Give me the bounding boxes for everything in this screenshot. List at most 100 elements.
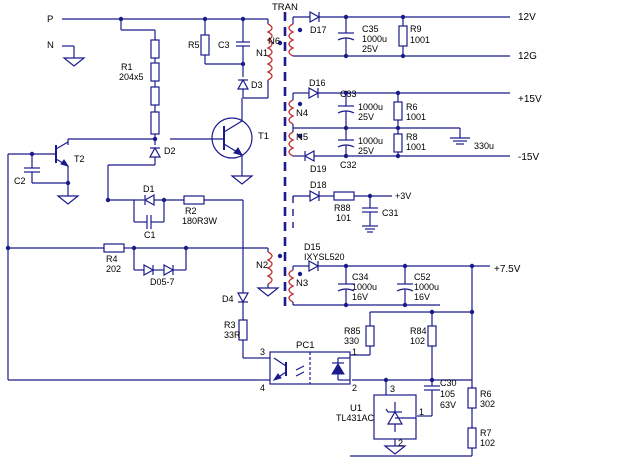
- pc1-pin-4: 4: [260, 383, 265, 393]
- c31-ref: C31: [382, 208, 399, 218]
- d19-ref: D19: [310, 164, 327, 174]
- winding-label-n6: N6: [268, 36, 280, 47]
- u1-value: TL431AC: [336, 413, 375, 423]
- r85-value: 330: [344, 336, 359, 346]
- r6-value: 1001: [406, 112, 426, 122]
- winding-label-n5: N5: [296, 132, 308, 143]
- winding-label-n1: N1: [256, 48, 268, 59]
- d1-c1-r2-branch: [105, 165, 244, 248]
- c35-value: 1000u: [362, 34, 387, 44]
- c33-ref: C33: [340, 89, 357, 99]
- regulator-u1: [373, 394, 417, 455]
- ground-symbol-330u: [450, 137, 470, 145]
- winding-n1: [266, 19, 283, 98]
- r6-ref: R6: [406, 102, 418, 112]
- winding-n6: [288, 10, 510, 59]
- r8-value: 1001: [406, 142, 426, 152]
- d15-value: IXYSL520: [304, 252, 345, 262]
- r7-value: 102: [480, 438, 495, 448]
- c30-value: 105: [440, 389, 455, 399]
- ground-symbol-t1: [230, 175, 254, 185]
- c33-value: 1000u: [358, 102, 383, 112]
- ground-symbol-n2: [256, 287, 280, 297]
- ground-symbol-t2: [56, 195, 80, 205]
- r6b-value: 302: [480, 399, 495, 409]
- r2-ref: R2: [185, 206, 197, 216]
- c32-volt: 25V: [358, 146, 374, 156]
- u1-pin-3: 3: [390, 384, 395, 394]
- winding-n4-n5: [288, 86, 510, 163]
- d16-ref: D16: [309, 78, 326, 88]
- r9-ref: R9: [410, 24, 422, 34]
- snubber-r5-c3-d3: [200, 19, 268, 99]
- c52-volt: 16V: [414, 292, 430, 302]
- d17-ref: D17: [310, 25, 327, 35]
- r4-ref: R4: [106, 254, 118, 264]
- d4-ref: D4: [222, 294, 234, 304]
- rail-plus-3v: +3V: [395, 191, 411, 201]
- plus-3v-branch: [292, 189, 392, 233]
- pc1-pin-1: 1: [352, 347, 357, 357]
- c35-ref: C35: [362, 24, 379, 34]
- rail-12v: 12V: [518, 12, 536, 23]
- transistor-t2: [8, 138, 155, 205]
- transformer-label: TRAN: [272, 2, 298, 13]
- c52-value: 1000u: [414, 282, 439, 292]
- r5-ref: R5: [188, 40, 200, 50]
- t2-ref: T2: [74, 154, 85, 164]
- d3-ref: D3: [251, 80, 263, 90]
- rail-12g: 12G: [518, 51, 537, 62]
- r3-value: 33R: [224, 330, 241, 340]
- d5-7-ref: D05-7: [150, 277, 175, 287]
- pc1-ref: PC1: [296, 340, 314, 351]
- rail-plus-7v5: +7.5V: [494, 264, 521, 275]
- r85-ref: R85: [344, 326, 361, 336]
- u1-pin-2: 2: [398, 438, 403, 448]
- c30-volt: 63V: [440, 400, 456, 410]
- optocoupler-pc1: [258, 351, 351, 385]
- c32-ref: C32: [340, 160, 357, 170]
- c2-ref: C2: [14, 176, 26, 186]
- r9-value: 1001: [410, 35, 430, 45]
- c35-volt: 25V: [362, 44, 378, 54]
- label-330u: 330u: [474, 141, 494, 151]
- winding-label-n2: N2: [256, 260, 268, 271]
- u1-pin-1: 1: [419, 407, 424, 417]
- r84-ref: R84: [410, 326, 427, 336]
- d4-r3-branch: [236, 248, 258, 359]
- r8-ref: R8: [406, 132, 418, 142]
- diode-d2: [108, 136, 162, 166]
- feedback-network: [350, 266, 477, 457]
- pc1-pin-2: 2: [352, 383, 357, 393]
- r88-ref: R88: [334, 203, 351, 213]
- r2-value: 180R3W: [182, 216, 218, 226]
- d18-ref: D18: [310, 180, 327, 190]
- d1-ref: D1: [143, 184, 155, 194]
- r4-value: 202: [106, 264, 121, 274]
- c33-volt: 25V: [358, 112, 374, 122]
- r6b-ref: R6: [480, 389, 492, 399]
- winding-label-n3: N3: [296, 278, 308, 289]
- c3-ref: C3: [218, 40, 230, 50]
- d15-ref: D15: [304, 242, 321, 252]
- r4-d5-7-branch: [103, 243, 243, 277]
- rail-plus-15v: +15V: [518, 94, 542, 105]
- winding-label-n4: N4: [296, 108, 308, 119]
- transistor-t1: [170, 98, 254, 185]
- c34-volt: 16V: [352, 292, 368, 302]
- rail-minus-15v: -15V: [518, 152, 539, 163]
- resistor-r1: [120, 19, 160, 139]
- t1-ref: T1: [258, 131, 269, 142]
- c32-value: 1000u: [358, 136, 383, 146]
- ground-symbol-u1: [383, 445, 407, 455]
- d2-ref: D2: [164, 146, 176, 156]
- c1-ref: C1: [144, 230, 156, 240]
- c34-value: 1000u: [352, 282, 377, 292]
- pc1-pin-3: 3: [260, 347, 265, 357]
- winding-n2: [243, 247, 283, 297]
- u1-ref: U1: [350, 403, 362, 414]
- r88-value: 101: [336, 213, 351, 223]
- r7-ref: R7: [480, 428, 492, 438]
- node-label-p: P: [47, 14, 53, 25]
- node-label-n: N: [47, 40, 54, 51]
